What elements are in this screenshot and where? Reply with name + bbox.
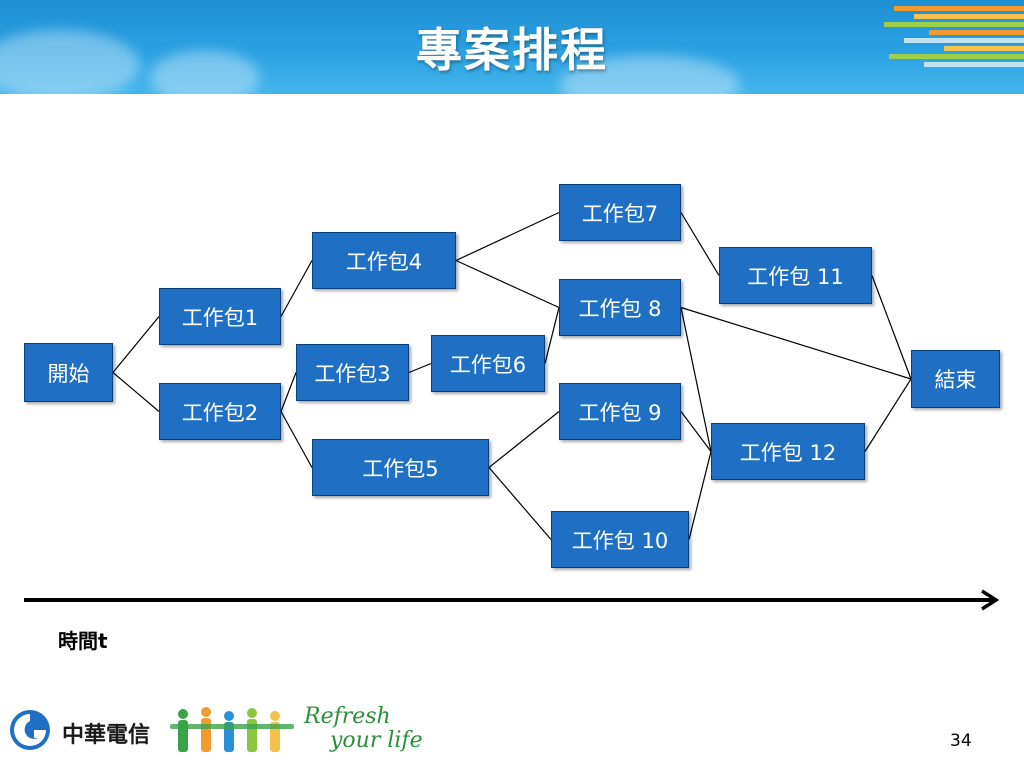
node-label: 工作包 10	[571, 528, 669, 553]
stripes-decoration	[874, 0, 1024, 94]
node-label: 工作包4	[345, 249, 423, 274]
node-label: 工作包 12	[739, 440, 837, 465]
page-number: 34	[950, 731, 972, 751]
node-wp5[interactable]: 工作包5	[312, 439, 489, 496]
edge-start-wp1	[112, 316, 160, 373]
edge-wp8-wp12	[680, 307, 712, 452]
node-label: 工作包5	[362, 456, 439, 481]
time-axis-arrow	[24, 589, 1000, 611]
node-label: 工作包 9	[578, 400, 662, 425]
header-banner: 專案排程	[0, 0, 1024, 94]
company-name: 中華電信	[62, 723, 151, 748]
people-logo-icon	[170, 707, 294, 752]
node-label: 工作包 11	[747, 264, 844, 289]
node-label: 工作包1	[181, 305, 259, 330]
node-end[interactable]: 結束	[911, 350, 1000, 408]
node-start[interactable]: 開始	[24, 343, 113, 402]
node-wp12[interactable]: 工作包 12	[711, 423, 865, 480]
edge-wp12-end	[864, 378, 912, 452]
node-label: 開始	[47, 361, 90, 386]
arrow-head-icon	[981, 589, 1000, 611]
edge-wp6-wp8	[544, 307, 560, 364]
node-wp7[interactable]: 工作包7	[559, 184, 681, 241]
time-axis-label: 時間t	[58, 629, 108, 653]
edge-wp2-wp5	[280, 411, 313, 468]
company-logo	[10, 707, 294, 752]
node-wp8[interactable]: 工作包 8	[559, 279, 681, 336]
cloud-decoration	[150, 50, 260, 94]
edge-wp3-wp6	[408, 362, 432, 374]
edge-wp1-wp4	[280, 260, 313, 317]
node-label: 工作包6	[449, 352, 527, 377]
slogan-line1: Refresh	[304, 704, 391, 729]
node-wp1[interactable]: 工作包1	[159, 288, 281, 345]
node-wp6[interactable]: 工作包6	[431, 335, 545, 392]
edge-wp7-wp11	[680, 212, 720, 276]
edge-wp10-wp12	[688, 451, 712, 540]
page-title: 專案排程	[416, 23, 608, 77]
node-wp4[interactable]: 工作包4	[312, 232, 456, 289]
node-wp10[interactable]: 工作包 10	[551, 511, 689, 568]
edge-wp8-end	[680, 306, 912, 380]
node-wp11[interactable]: 工作包 11	[719, 247, 872, 304]
edge-start-wp2	[112, 372, 160, 412]
node-label: 工作包7	[581, 201, 659, 226]
node-label: 工作包 8	[578, 296, 662, 321]
slogan-line2: your life	[330, 728, 423, 753]
node-wp3[interactable]: 工作包3	[296, 344, 409, 401]
node-label: 工作包2	[181, 400, 259, 425]
node-label: 工作包3	[314, 361, 391, 386]
edge-wp9-wp12	[680, 411, 712, 452]
cht-logo-icon	[10, 710, 50, 750]
edge-wp5-wp10	[488, 467, 552, 540]
edges-layer	[112, 211, 912, 540]
edge-wp11-end	[871, 275, 912, 380]
node-wp9[interactable]: 工作包 9	[559, 383, 681, 440]
edge-wp2-wp3	[280, 372, 297, 412]
edge-wp5-wp9	[488, 411, 560, 468]
edge-wp4-wp7	[455, 211, 560, 262]
node-wp2[interactable]: 工作包2	[159, 383, 281, 440]
node-label: 結束	[934, 368, 977, 392]
cloud-decoration	[0, 30, 140, 94]
edge-wp4-wp8	[455, 259, 560, 309]
